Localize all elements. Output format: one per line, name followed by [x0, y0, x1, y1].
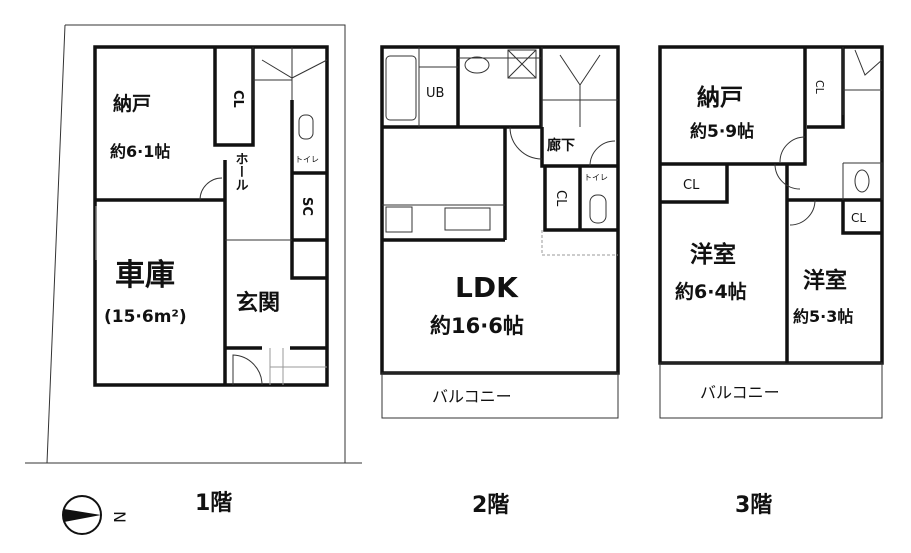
balcony-label-2f: バルコニー — [432, 387, 512, 406]
room-name-storage-3f: 納戸 — [697, 84, 743, 111]
closet-label-1f: CL — [230, 90, 245, 108]
floor-1-plan: 納戸 約6·1帖 CL ホール トイレ SC 車庫 (15·6m²) 玄関 — [25, 24, 362, 464]
closet-label-3f-right: CL — [851, 211, 866, 225]
compass-direction: N — [110, 511, 129, 523]
floor-label-1: 1階 — [195, 491, 232, 516]
lot-boundary — [25, 24, 362, 464]
kitchen-sink-icon — [444, 207, 491, 231]
room-name-garage: 車庫 — [115, 258, 175, 293]
room-size-garage: (15·6m²) — [104, 307, 187, 327]
room-size-western-right: 約5·3帖 — [793, 307, 853, 326]
room-name-storage-1f: 納戸 — [113, 92, 151, 115]
room-size-western-left: 約6·4帖 — [675, 280, 747, 303]
door-swing-icon — [232, 354, 263, 386]
floor-2-plan: UB 廊下 CL トイレ LDK 約16·6帖 バルコニー — [380, 45, 620, 419]
room-name-entrance: 玄関 — [236, 290, 280, 316]
balcony-2f — [381, 372, 619, 419]
room-name-hall: ホール — [233, 152, 249, 191]
floor-1-outer-wall — [93, 45, 329, 387]
toilet-fixture-icon — [589, 194, 607, 224]
shoe-closet-label: SC — [299, 197, 314, 216]
closet-label-3f-top: CL — [813, 80, 826, 95]
room-name-toilet-1f: トイレ — [295, 155, 319, 164]
room-name-toilet-2f: トイレ — [584, 173, 608, 182]
balcony-3f — [659, 362, 883, 419]
sink-icon — [464, 56, 490, 74]
stove-icon — [385, 206, 413, 233]
north-arrow-icon: N — [62, 495, 129, 535]
room-name-western-left: 洋室 — [690, 241, 736, 268]
sink-icon — [854, 169, 870, 193]
room-size-storage-3f: 約5·9帖 — [690, 121, 754, 142]
toilet-fixture-icon — [298, 114, 314, 140]
floor-label-3: 3階 — [735, 493, 772, 518]
balcony-label-3f: バルコニー — [700, 383, 780, 402]
room-size-storage-1f: 約6·1帖 — [110, 142, 170, 161]
washing-machine-icon — [507, 49, 537, 79]
floor-3-plan: 納戸 約5·9帖 CL CL CL 洋室 約6·4帖 洋室 約5·3帖 バルコニ… — [658, 45, 884, 419]
room-size-ldk: 約16·6帖 — [430, 314, 524, 338]
bath-label: UB — [426, 86, 444, 101]
room-name-western-right: 洋室 — [803, 268, 847, 294]
room-name-corridor: 廊下 — [547, 137, 575, 154]
closet-label-3f-left: CL — [683, 178, 700, 193]
bathtub-icon — [385, 55, 417, 121]
closet-label-2f: CL — [553, 190, 568, 207]
floor-label-2: 2階 — [472, 493, 509, 518]
room-name-ldk: LDK — [455, 271, 519, 304]
